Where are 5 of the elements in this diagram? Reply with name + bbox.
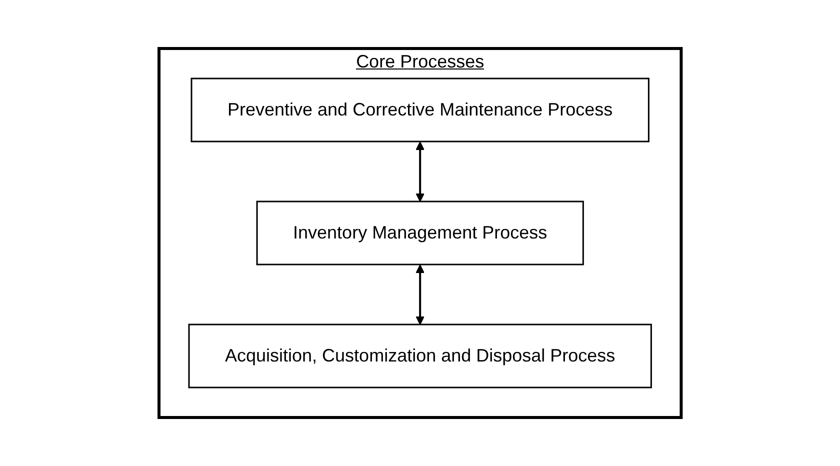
node-box: Preventive and Corrective Maintenance Process [190,78,650,142]
node-box: Acquisition, Customization and Disposal Process [188,324,652,388]
arrow [416,264,424,325]
node-box: Inventory Management Process [256,200,584,266]
arrow [416,142,424,202]
